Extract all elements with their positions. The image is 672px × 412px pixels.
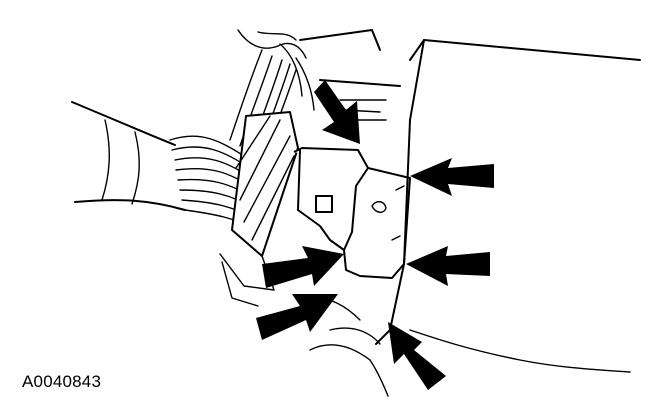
mounting-panel <box>299 29 641 397</box>
wiring-harness-sleeve <box>71 101 186 211</box>
connector-housing <box>219 111 411 307</box>
arrow-icon-3 <box>406 246 490 286</box>
arrow-icon-6 <box>388 322 446 390</box>
figure-reference-code: A0040843 <box>22 372 102 391</box>
arrow-icon-4 <box>262 246 344 288</box>
arrow-icon-5 <box>256 294 338 340</box>
arrow-icon-1 <box>314 80 360 144</box>
arrow-icon-2 <box>410 158 494 196</box>
